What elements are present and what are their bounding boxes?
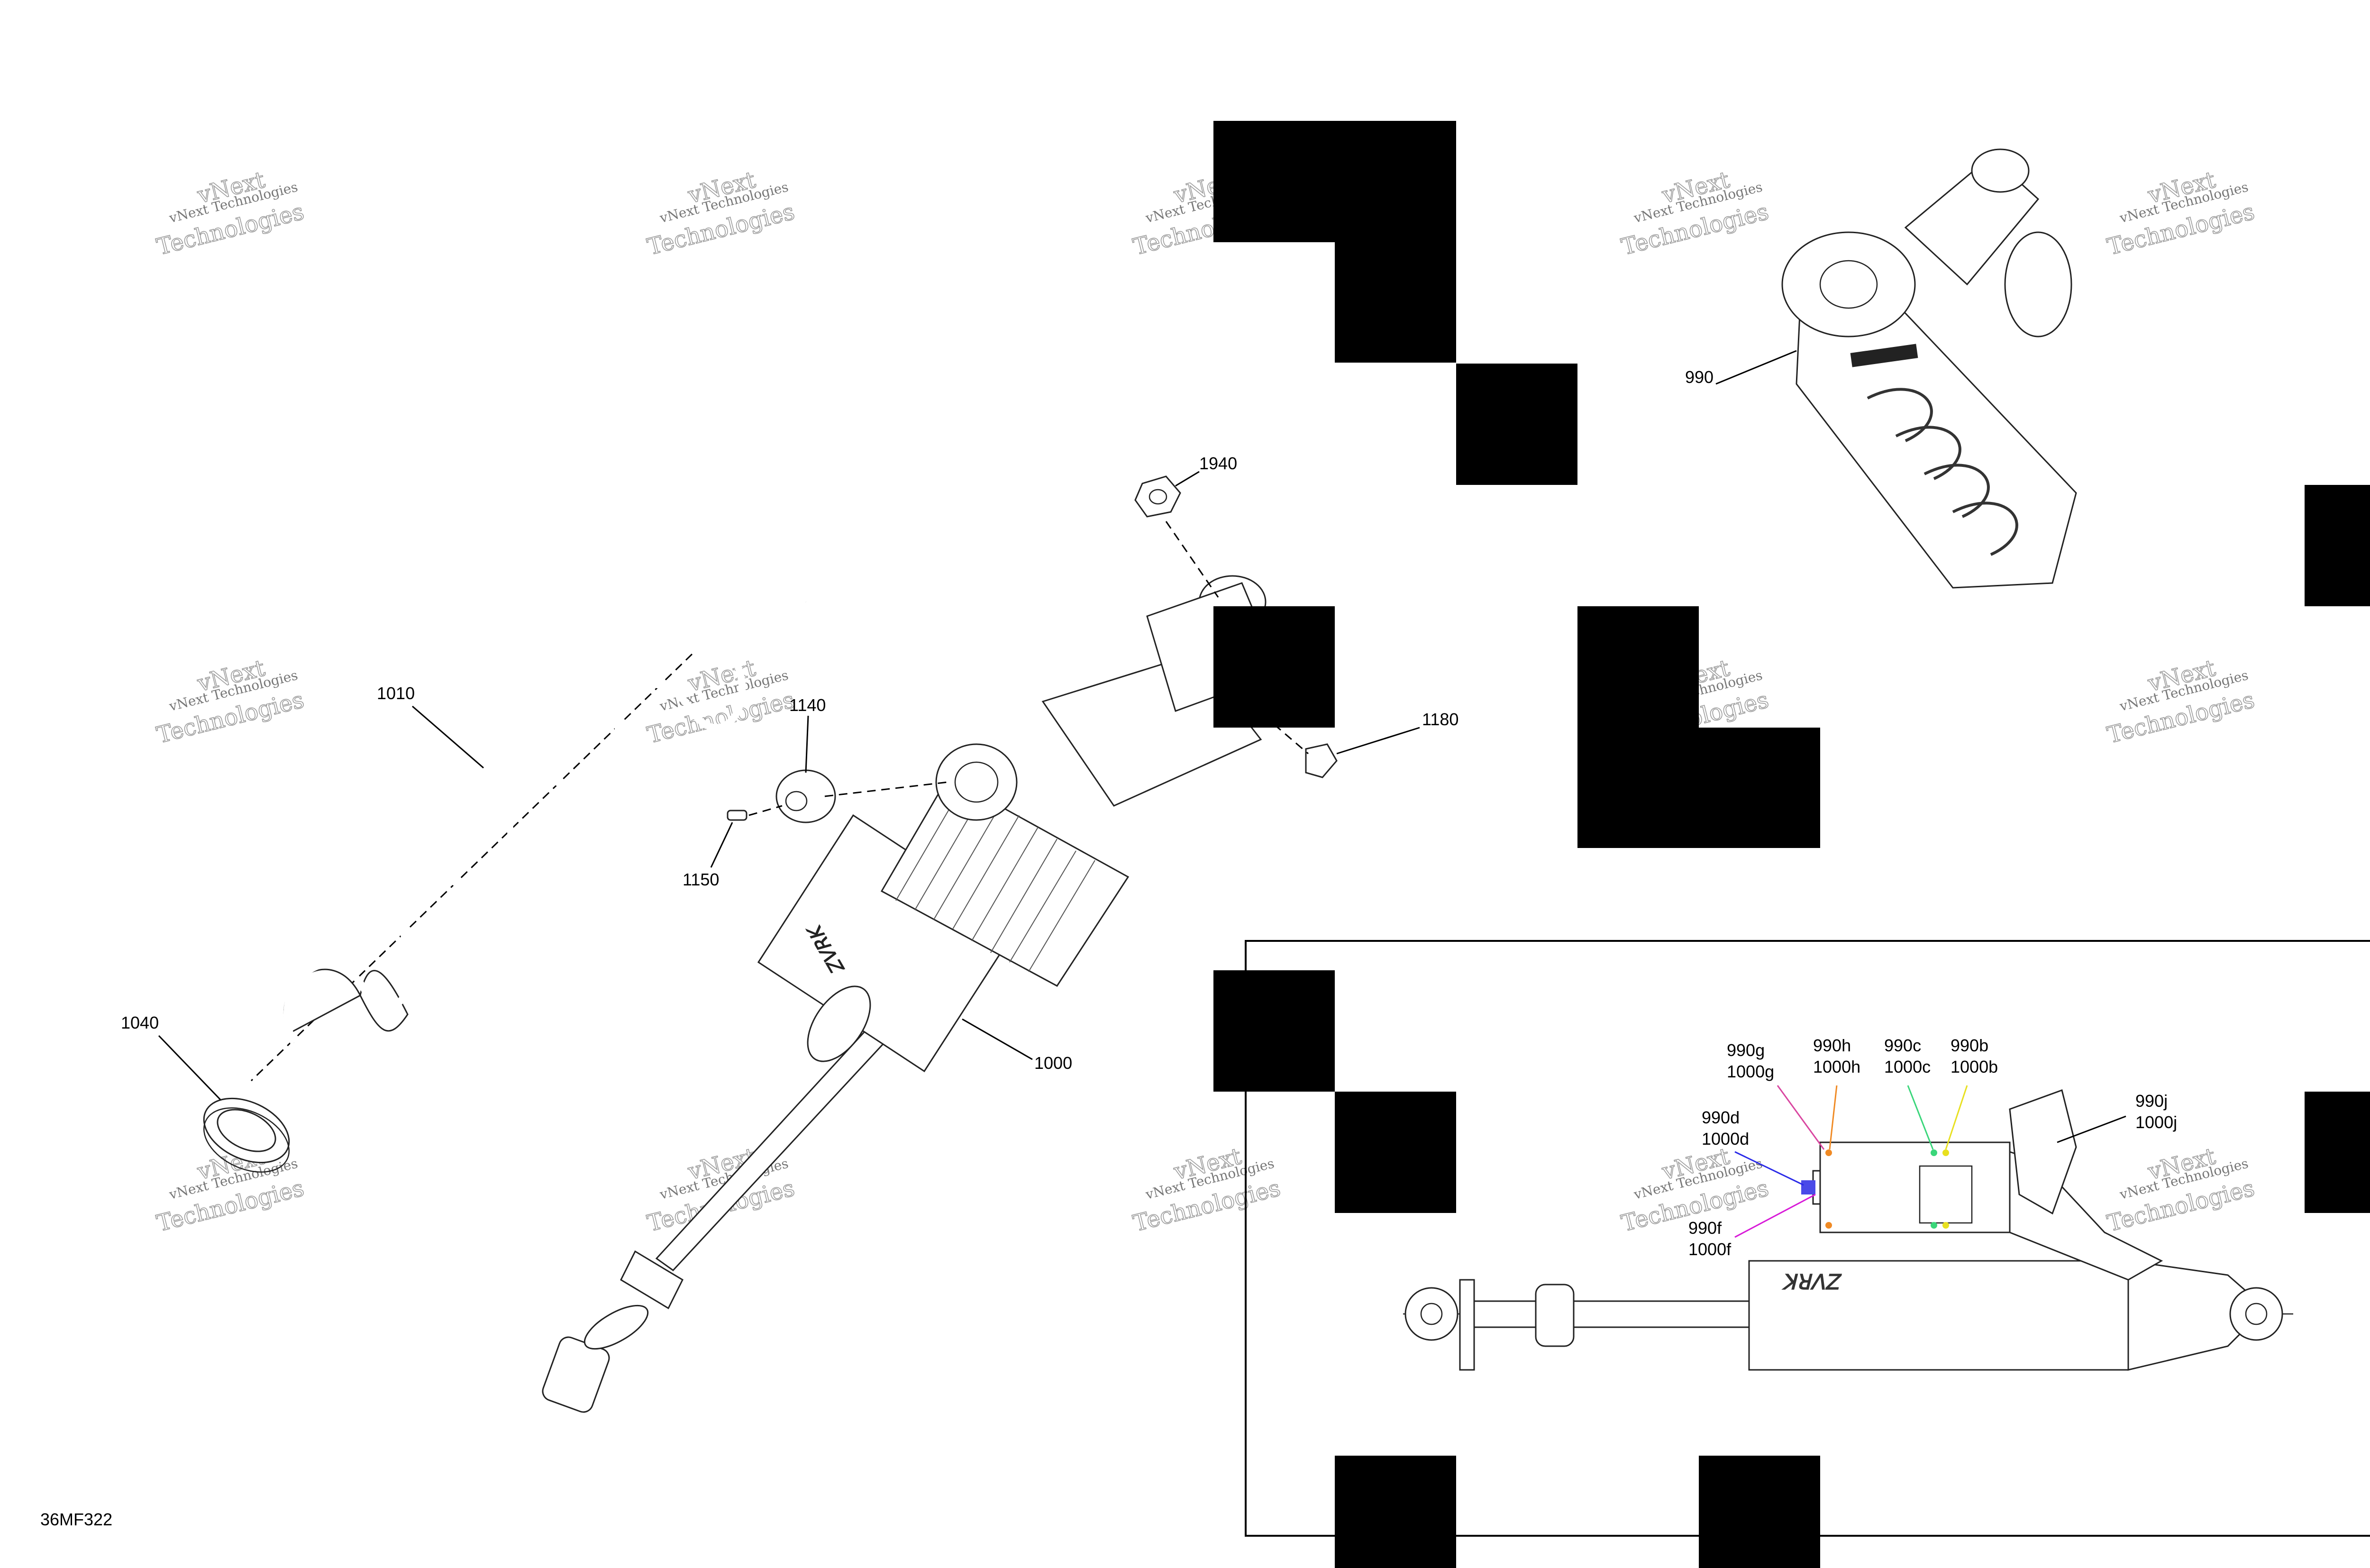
redaction-block — [1699, 1456, 1820, 1568]
redaction-block — [2305, 485, 2370, 606]
nut-1940 — [1134, 475, 1219, 598]
label-1000d: 1000d — [1702, 1129, 1749, 1149]
redaction-gap — [1213, 242, 1335, 363]
spring-1010 — [250, 585, 816, 1082]
inset-cutaway: ꓘꓤꓥꓜ 990g 1000g 990h 1000h 990c 1000c 99… — [1245, 940, 2370, 1537]
spring-seat-1040 — [203, 1097, 290, 1173]
watermark: vNext Technologies vNext Technologies — [154, 166, 307, 261]
watermark: vNext Technologies vNext Technologies — [644, 655, 797, 749]
callout-1000: 1000 — [1034, 1053, 1072, 1073]
redaction-block — [1213, 606, 1335, 728]
label-1000f: 1000f — [1688, 1240, 1732, 1259]
shock-absorber-1000: ꓘꓤꓥꓜ — [542, 575, 1281, 1413]
screw-1150 — [727, 805, 783, 821]
figure-code: 36MF322 — [40, 1510, 112, 1529]
label-990b: 990b — [1951, 1036, 1988, 1055]
redaction-block — [1456, 364, 1577, 485]
assembled-shock-990 — [1781, 148, 2077, 589]
leader-c — [1907, 1085, 1934, 1150]
watermark: vNext Technologies vNext Technologies — [1618, 166, 1771, 261]
label-990f: 990f — [1688, 1218, 1722, 1238]
o-ring-marker-h — [1825, 1149, 1832, 1156]
leader-g — [1777, 1085, 1825, 1150]
knob-1140 — [775, 769, 948, 823]
redaction-block — [1699, 728, 1820, 848]
leader-f — [1734, 1194, 1816, 1238]
callout-1940: 1940 — [1199, 454, 1237, 473]
watermark: vNext Technologies vNext Technologies — [644, 166, 797, 261]
label-1000h: 1000h — [1813, 1057, 1860, 1076]
o-ring-marker-c — [1931, 1149, 1937, 1156]
redaction-blocks — [1213, 121, 2370, 1568]
o-ring-marker-b — [1942, 1149, 1949, 1156]
watermark: vNext Technologies vNext Technologies — [154, 655, 307, 749]
leader-d — [1734, 1151, 1804, 1186]
o-ring-marker-d — [1801, 1180, 1815, 1194]
leader-b — [1945, 1085, 1968, 1150]
o-ring-marker-b — [1942, 1222, 1949, 1229]
callout-1140: 1140 — [789, 695, 826, 715]
watermark: vNext Technologies vNext Technologies — [1130, 1143, 1283, 1238]
label-990d: 990d — [1702, 1108, 1740, 1127]
redaction-block — [2305, 1092, 2370, 1213]
callout-1040: 1040 — [121, 1013, 159, 1032]
leader-j — [2057, 1115, 2126, 1143]
redaction-block — [1335, 1456, 1456, 1568]
redaction-block — [1213, 121, 1335, 242]
redaction-block — [1577, 606, 1699, 848]
leader-h — [1829, 1085, 1838, 1150]
callout-1150: 1150 — [683, 870, 719, 889]
redaction-block — [1213, 970, 1335, 1092]
label-990c: 990c — [1884, 1036, 1921, 1055]
callouts: 990 1940 1010 1140 1180 1150 1040 1000 — [121, 350, 1797, 1101]
label-1000c: 1000c — [1884, 1057, 1931, 1076]
callout-990: 990 — [1685, 367, 1714, 387]
label-990g: 990g — [1727, 1040, 1765, 1060]
o-ring-marker-c — [1931, 1222, 1937, 1229]
label-1000b: 1000b — [1951, 1057, 1998, 1076]
callout-1010: 1010 — [377, 684, 415, 703]
o-ring-marker-h — [1825, 1222, 1832, 1229]
label-1000g: 1000g — [1727, 1062, 1774, 1081]
watermark: vNext Technologies vNext Technologies — [2104, 655, 2257, 749]
redaction-block — [1335, 1092, 1456, 1213]
inset-brand-mark: ꓘꓤꓥꓜ — [1781, 1271, 1842, 1294]
watermark: vNext Technologies vNext Technologies — [2104, 1143, 2257, 1238]
label-990j: 990j — [2135, 1091, 2168, 1111]
callout-1180: 1180 — [1422, 710, 1458, 729]
label-990h: 990h — [1813, 1036, 1851, 1055]
inset-frame — [1245, 940, 2370, 1537]
label-1000j: 1000j — [2135, 1112, 2177, 1132]
watermark: vNext Technologies vNext Technologies — [2104, 166, 2257, 261]
